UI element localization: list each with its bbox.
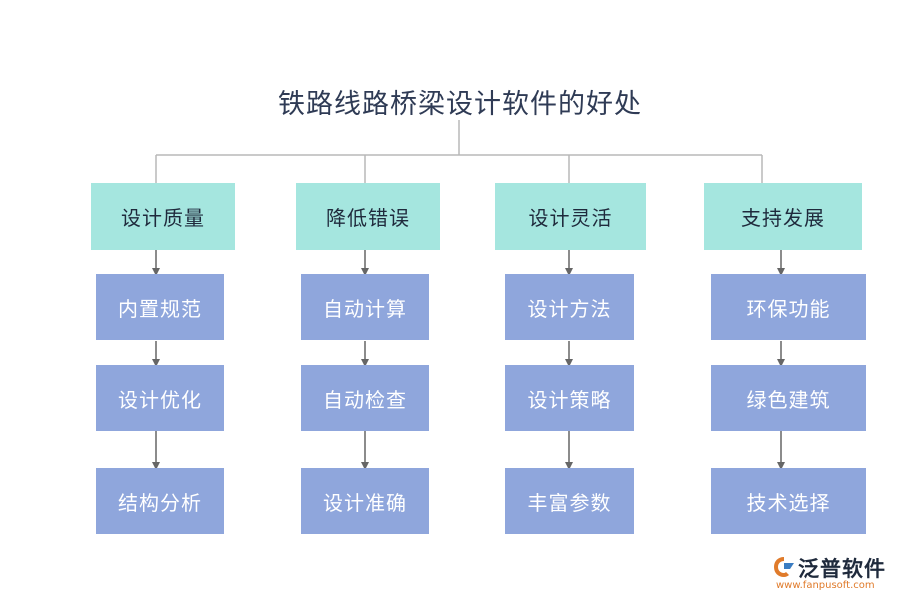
item-box-builtin-spec: 内置规范 xyxy=(96,274,224,340)
category-box-quality: 设计质量 xyxy=(91,183,235,250)
item-box-eco-function: 环保功能 xyxy=(711,274,866,340)
item-box-tech-choice: 技术选择 xyxy=(711,468,866,534)
category-box-support-development: 支持发展 xyxy=(704,183,862,250)
brand-url: www.fanpusoft.com xyxy=(776,580,875,591)
diagram-title: 铁路线路桥梁设计软件的好处 xyxy=(278,89,642,120)
category-box-flexible: 设计灵活 xyxy=(495,183,646,250)
item-box-design-strategy: 设计策略 xyxy=(505,365,634,431)
brand-watermark: 泛普软件 www.fanpusoft.com xyxy=(772,553,896,593)
item-box-rich-params: 丰富参数 xyxy=(505,468,634,534)
item-box-green-building: 绿色建筑 xyxy=(711,365,866,431)
item-box-auto-check: 自动检查 xyxy=(301,365,429,431)
item-box-design-optimize: 设计优化 xyxy=(96,365,224,431)
brand-name: 泛普软件 xyxy=(798,557,886,581)
item-box-design-method: 设计方法 xyxy=(505,274,634,340)
item-box-auto-calc: 自动计算 xyxy=(301,274,429,340)
brand-logo-icon xyxy=(774,557,794,577)
category-box-reduce-errors: 降低错误 xyxy=(296,183,440,250)
item-box-structure-analysis: 结构分析 xyxy=(96,468,224,534)
item-box-design-accurate: 设计准确 xyxy=(301,468,429,534)
